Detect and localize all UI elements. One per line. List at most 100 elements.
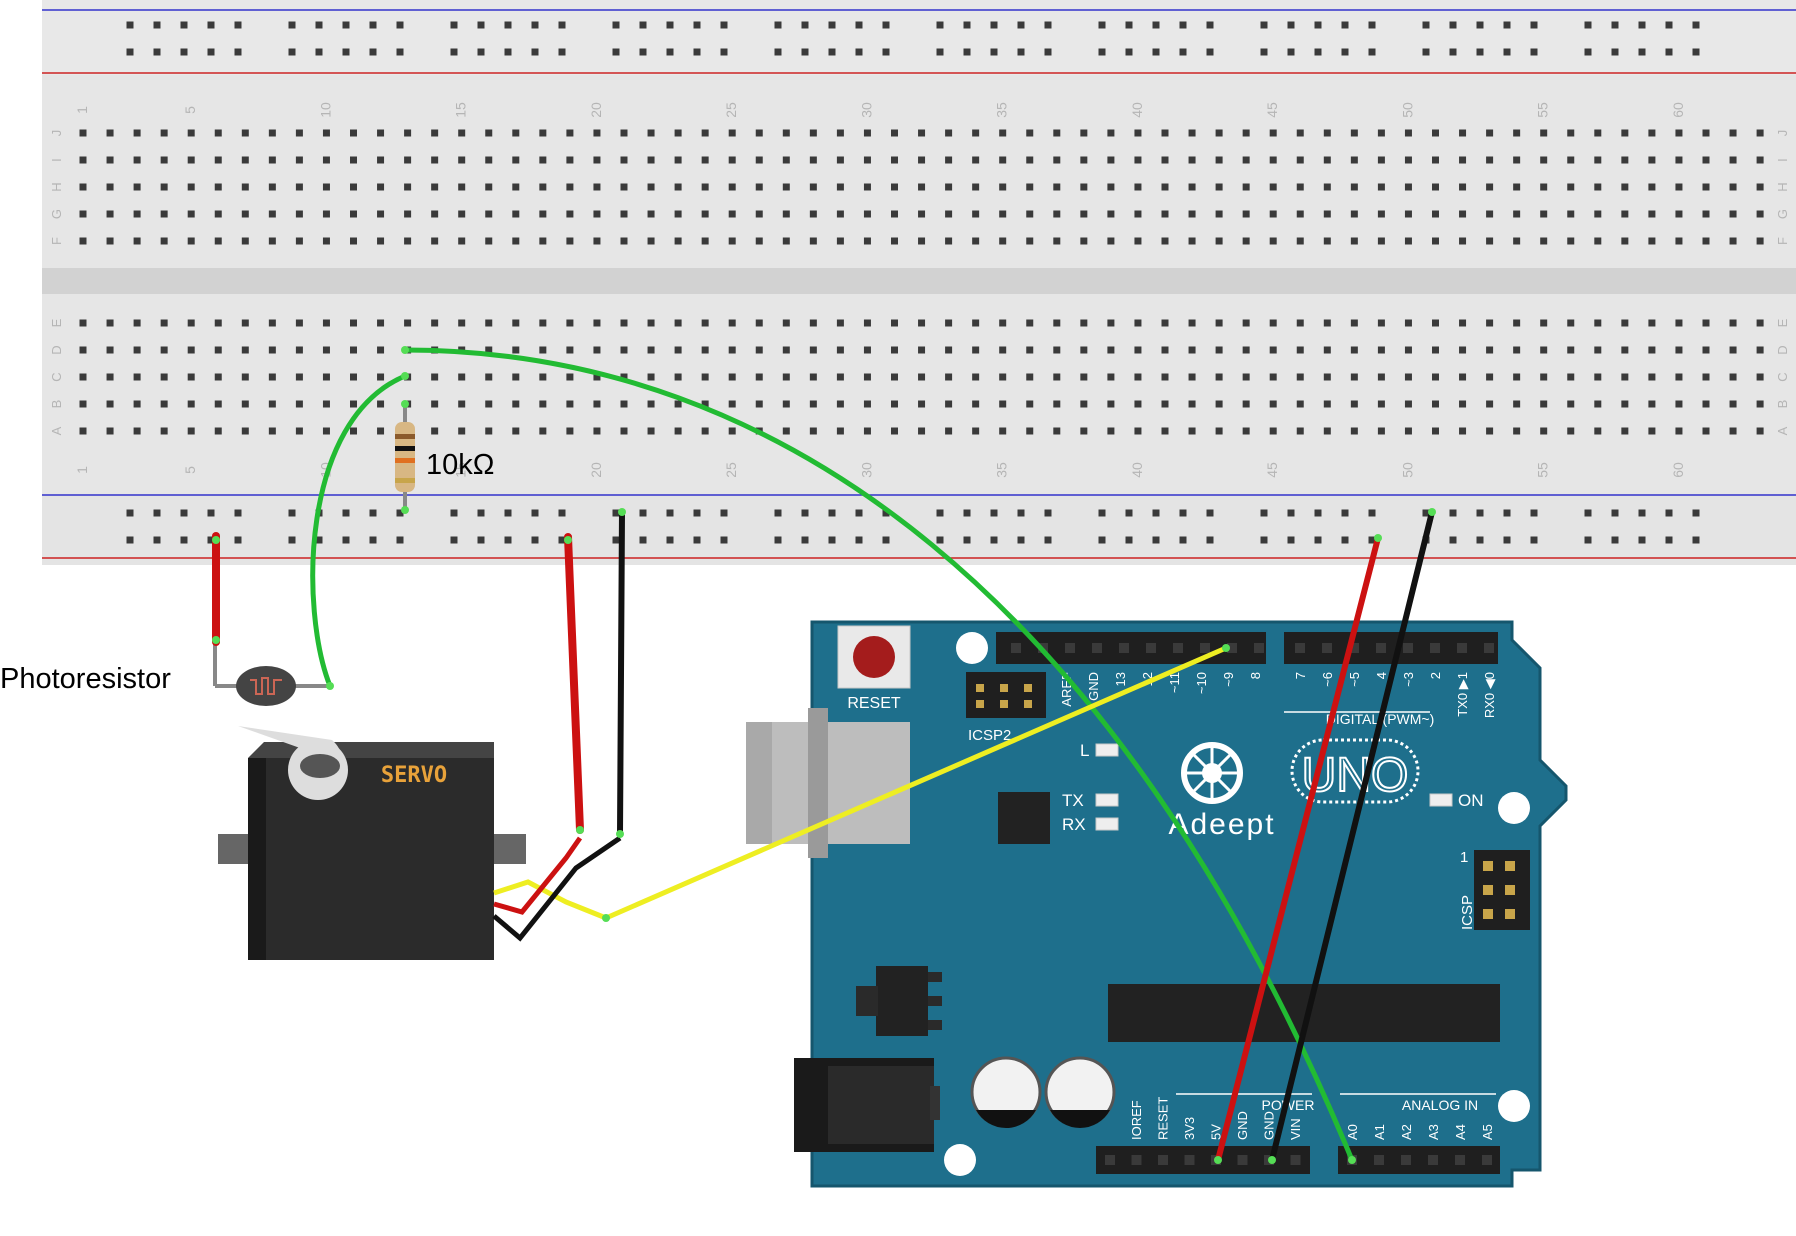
pin-label: ~10 [1194,672,1209,694]
terminal-hole [214,183,222,191]
terminal-hole [918,346,926,354]
header-pin[interactable] [1401,1155,1411,1165]
terminal-hole [404,156,412,164]
rail-hole [990,48,998,56]
rail-hole [882,536,890,544]
terminal-hole [1242,237,1250,245]
header-pin[interactable] [1065,643,1075,653]
terminal-hole [972,129,980,137]
header-pin[interactable] [1237,1155,1248,1165]
terminal-hole [1323,346,1331,354]
terminal-hole [1513,237,1521,245]
row-letter: H [1775,182,1790,191]
rail-hole [126,21,134,29]
terminal-hole [1107,400,1115,408]
terminal-hole [431,183,439,191]
header-pin[interactable] [1254,643,1264,653]
header-pin[interactable] [1105,1155,1115,1165]
terminal-hole [1729,346,1737,354]
terminal-hole [241,319,249,327]
rail-hole [504,48,512,56]
resistor-body [395,422,415,492]
header-pin[interactable] [1227,643,1237,653]
terminal-hole [404,319,412,327]
header-pin[interactable] [1376,643,1386,653]
terminal-hole [1702,183,1710,191]
pin-label: ~3 [1401,672,1416,687]
header-pin[interactable] [1403,643,1413,653]
terminal-hole [187,373,195,381]
header-pin[interactable] [1457,643,1467,653]
terminal-hole [674,346,682,354]
icsp2-label: ICSP2 [968,727,1011,744]
header-pin[interactable] [1290,1155,1301,1165]
pin-label: 4 [1374,672,1389,679]
header-pin[interactable] [1430,643,1440,653]
regulator-pin [928,1020,942,1030]
arduino-pcb [810,620,1568,1188]
terminal-hole [755,183,763,191]
terminal-hole [1594,427,1602,435]
terminal-hole [836,400,844,408]
wire-endpoint [576,826,584,834]
terminal-hole [566,129,574,137]
reset-button-cap[interactable] [853,636,895,678]
rail-hole [963,536,971,544]
terminal-hole [1107,373,1115,381]
rail-hole [1179,536,1187,544]
terminal-hole [972,237,980,245]
terminal-hole [350,129,357,137]
terminal-hole [755,156,763,164]
terminal-hole [1567,427,1575,435]
header-pin[interactable] [1119,643,1129,653]
rail-hole [1152,509,1160,517]
terminal-hole [1756,346,1764,354]
header-pin[interactable] [1295,643,1305,653]
terminal-hole [999,156,1007,164]
header-pin[interactable] [1484,643,1494,653]
upper-terminal-strip [42,80,1796,268]
photoresistor [213,640,330,706]
header-pin[interactable] [1146,643,1156,653]
terminal-hole [972,400,980,408]
header-pin[interactable] [1349,643,1359,653]
terminal-hole [1567,183,1575,191]
rail-hole [342,48,350,56]
terminal-hole [214,319,222,327]
header-pin[interactable] [1184,1155,1195,1165]
terminal-hole [431,319,439,327]
terminal-hole [1621,156,1629,164]
terminal-hole [620,400,628,408]
column-number: 30 [858,102,874,118]
column-number: 35 [994,102,1010,118]
terminal-hole [1594,400,1602,408]
terminal-hole [1540,373,1548,381]
terminal-hole [79,156,87,164]
rail-hole [450,21,458,29]
terminal-hole [1404,427,1412,435]
rail-hole [639,509,647,517]
terminal-hole [1675,346,1683,354]
header-pin[interactable] [1092,643,1102,653]
header-pin[interactable] [1158,1155,1168,1165]
rail-hole [504,536,512,544]
terminal-hole [1215,129,1223,137]
column-number: 60 [1670,462,1686,478]
terminal-hole [1242,373,1250,381]
header-pin[interactable] [1173,643,1183,653]
header-pin[interactable] [1200,643,1210,653]
terminal-hole [728,129,736,137]
header-pin[interactable] [1455,1155,1465,1165]
header-pin[interactable] [1374,1155,1384,1165]
terminal-hole [160,237,168,245]
header-pin[interactable] [1482,1155,1492,1165]
terminal-hole [782,237,790,245]
terminal-hole [1377,183,1385,191]
header-pin[interactable] [1131,1155,1142,1165]
header-pin[interactable] [1322,643,1332,653]
terminal-hole [485,183,493,191]
terminal-hole [1080,400,1088,408]
header-pin[interactable] [1428,1155,1438,1165]
terminal-hole [1107,129,1115,137]
header-pin[interactable] [1011,643,1021,653]
